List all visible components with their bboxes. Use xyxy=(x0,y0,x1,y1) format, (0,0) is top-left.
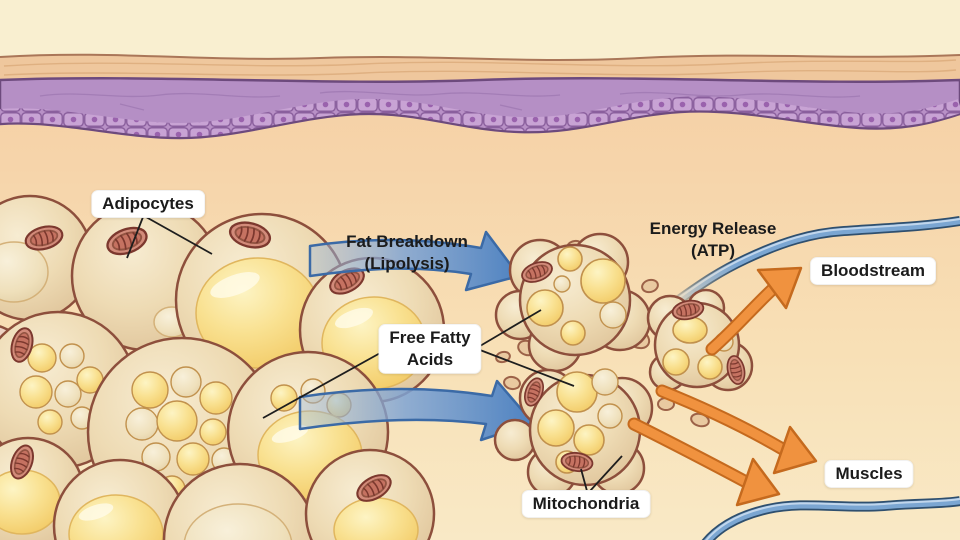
leader-free-fatty-acids xyxy=(262,309,575,419)
label-adipocytes: Adipocytes xyxy=(91,189,205,219)
blood-vessel-top xyxy=(667,216,960,311)
dermis-fibres xyxy=(3,59,957,76)
label-fat-breakdown: Fat Breakdown (Lipolysis) xyxy=(346,231,468,275)
leader-mitochondria xyxy=(580,455,623,492)
label-fat-breakdown-line1: Fat Breakdown xyxy=(346,231,468,251)
label-muscles-text: Muscles xyxy=(835,463,903,483)
adipocyte-cell xyxy=(52,458,188,540)
adipocyte-cluster xyxy=(0,194,446,540)
label-mitochondria-text: Mitochondria xyxy=(532,493,640,513)
epithelium-cell-row xyxy=(0,96,960,138)
label-muscles: Muscles xyxy=(824,459,914,489)
label-energy-release-line2: (ATP) xyxy=(690,241,736,260)
skin-layers xyxy=(0,0,960,140)
label-fat-breakdown-line2: (Lipolysis) xyxy=(364,254,450,273)
epithelium-texture xyxy=(39,90,861,111)
blood-vessel-bottom xyxy=(701,496,960,540)
label-free-fatty-acids-line1: Free Fatty xyxy=(389,327,471,347)
adipocyte-cell xyxy=(304,448,436,540)
label-adipocytes-text: Adipocytes xyxy=(102,193,194,213)
label-bloodstream-text: Bloodstream xyxy=(821,260,925,280)
label-energy-release-line1: Energy Release xyxy=(649,218,777,238)
delivery-arrow-to-muscles-1 xyxy=(655,384,818,475)
label-energy-release: Energy Release (ATP) xyxy=(650,218,777,262)
broken-adipocyte-upper xyxy=(494,232,652,373)
dermis-top-line xyxy=(0,53,960,61)
label-mitochondria: Mitochondria xyxy=(521,489,651,519)
leader-lines xyxy=(126,216,623,492)
energy-arrow-to-bloodstream xyxy=(705,266,803,356)
label-bloodstream: Bloodstream xyxy=(810,256,936,286)
label-free-fatty-acids-line2: Acids xyxy=(406,350,454,369)
leader-adipocytes xyxy=(126,216,213,259)
adipocyte-cell xyxy=(162,462,318,540)
delivery-arrow-to-muscles-2 xyxy=(627,417,781,507)
label-free-fatty-acids: Free Fatty Acids xyxy=(378,323,482,375)
